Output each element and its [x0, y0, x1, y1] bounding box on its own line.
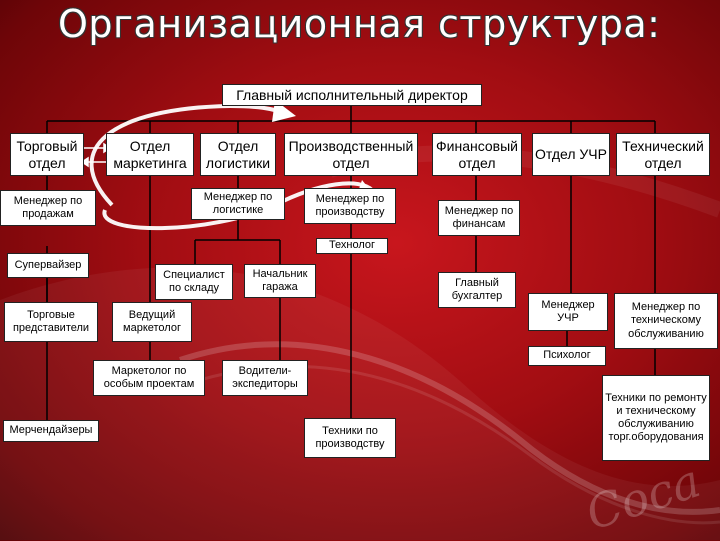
- garage-head-box: Начальник гаража: [244, 264, 316, 298]
- finance-manager-box: Менеджер по финансам: [438, 200, 520, 236]
- chief-accountant-box: Главный бухгалтер: [438, 272, 516, 308]
- tech-service-manager-box: Менеджер по техническому обслуживанию: [614, 293, 718, 349]
- logistics-manager-box: Менеджер по логистике: [191, 188, 285, 220]
- dept-accounting: Отдел УЧР: [532, 133, 610, 176]
- psychologist-box: Психолог: [528, 346, 606, 366]
- production-manager-box: Менеджер по производству: [304, 188, 396, 224]
- ceo-box: Главный исполнительный директор: [222, 84, 482, 106]
- production-technicians-box: Техники по производству: [304, 418, 396, 458]
- lead-marketer-box: Ведущий маркетолог: [112, 302, 192, 342]
- merchandisers-box: Мерчендайзеры: [3, 420, 99, 442]
- technologist-box: Технолог: [316, 238, 388, 254]
- dept-technical: Технический отдел: [616, 133, 710, 176]
- driver-forwarders-box: Водители-экспедиторы: [222, 360, 308, 396]
- hr-manager-box: Менеджер УЧР: [528, 293, 608, 331]
- dept-marketing: Отдел маркетинга: [106, 133, 194, 176]
- sales-manager-box: Менеджер по продажам: [0, 190, 96, 226]
- supervisor-box: Супервайзер: [7, 253, 89, 278]
- sales-reps-box: Торговые представители: [4, 302, 98, 342]
- dept-finance: Финансовый отдел: [432, 133, 522, 176]
- dept-sales: Торговый отдел: [10, 133, 84, 176]
- page-title: Организационная структура:: [58, 2, 661, 46]
- dept-logistics: Отдел логистики: [200, 133, 276, 176]
- repair-technicians-box: Техники по ремонту и техническому обслуж…: [602, 375, 710, 461]
- special-projects-marketer-box: Маркетолог по особым проектам: [93, 360, 205, 396]
- dept-production: Производственный отдел: [284, 133, 418, 176]
- warehouse-specialist-box: Специалист по складу: [155, 264, 233, 300]
